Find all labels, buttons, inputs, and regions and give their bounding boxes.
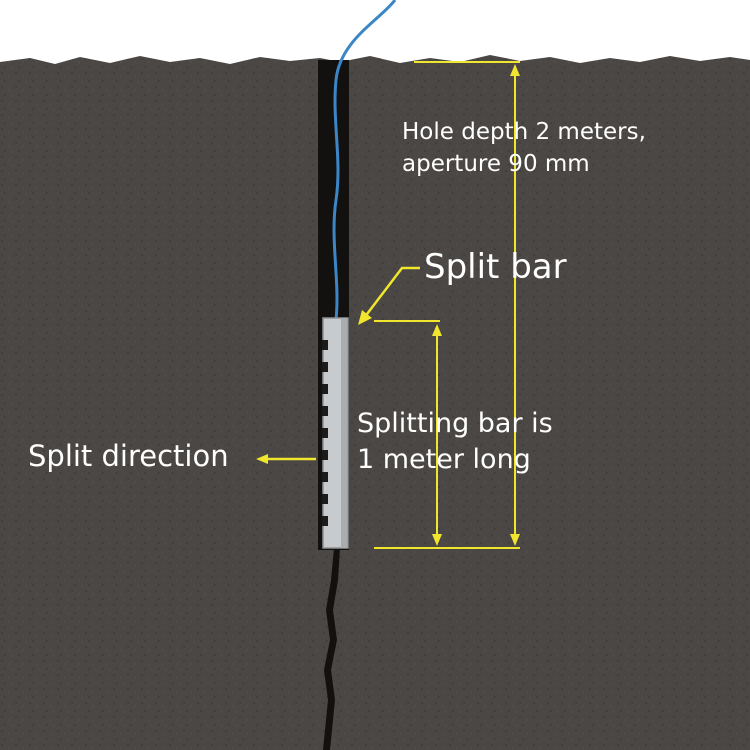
cable <box>332 0 397 321</box>
rock-mass <box>0 55 750 750</box>
bar-length-dimension <box>374 320 442 546</box>
hole-depth-label: Hole depth 2 meters, aperture 90 mm <box>402 116 646 180</box>
bar-length-line2: 1 meter long <box>357 444 531 475</box>
split-direction-arrow <box>256 454 316 464</box>
hole-depth-line1: Hole depth 2 meters, <box>402 119 646 145</box>
bar-length-line1: Splitting bar is <box>357 408 553 439</box>
split-wedges <box>322 340 328 526</box>
split-direction-label: Split direction <box>28 439 229 473</box>
crack <box>323 548 340 750</box>
splitting-bar <box>322 317 349 549</box>
bar-length-label: Splitting bar is 1 meter long <box>357 406 553 478</box>
hole-depth-line2: aperture 90 mm <box>402 151 590 177</box>
hole-depth-dimension <box>374 61 520 549</box>
split-bar-label: Split bar <box>424 247 567 287</box>
split-bar-arrow <box>358 266 420 325</box>
